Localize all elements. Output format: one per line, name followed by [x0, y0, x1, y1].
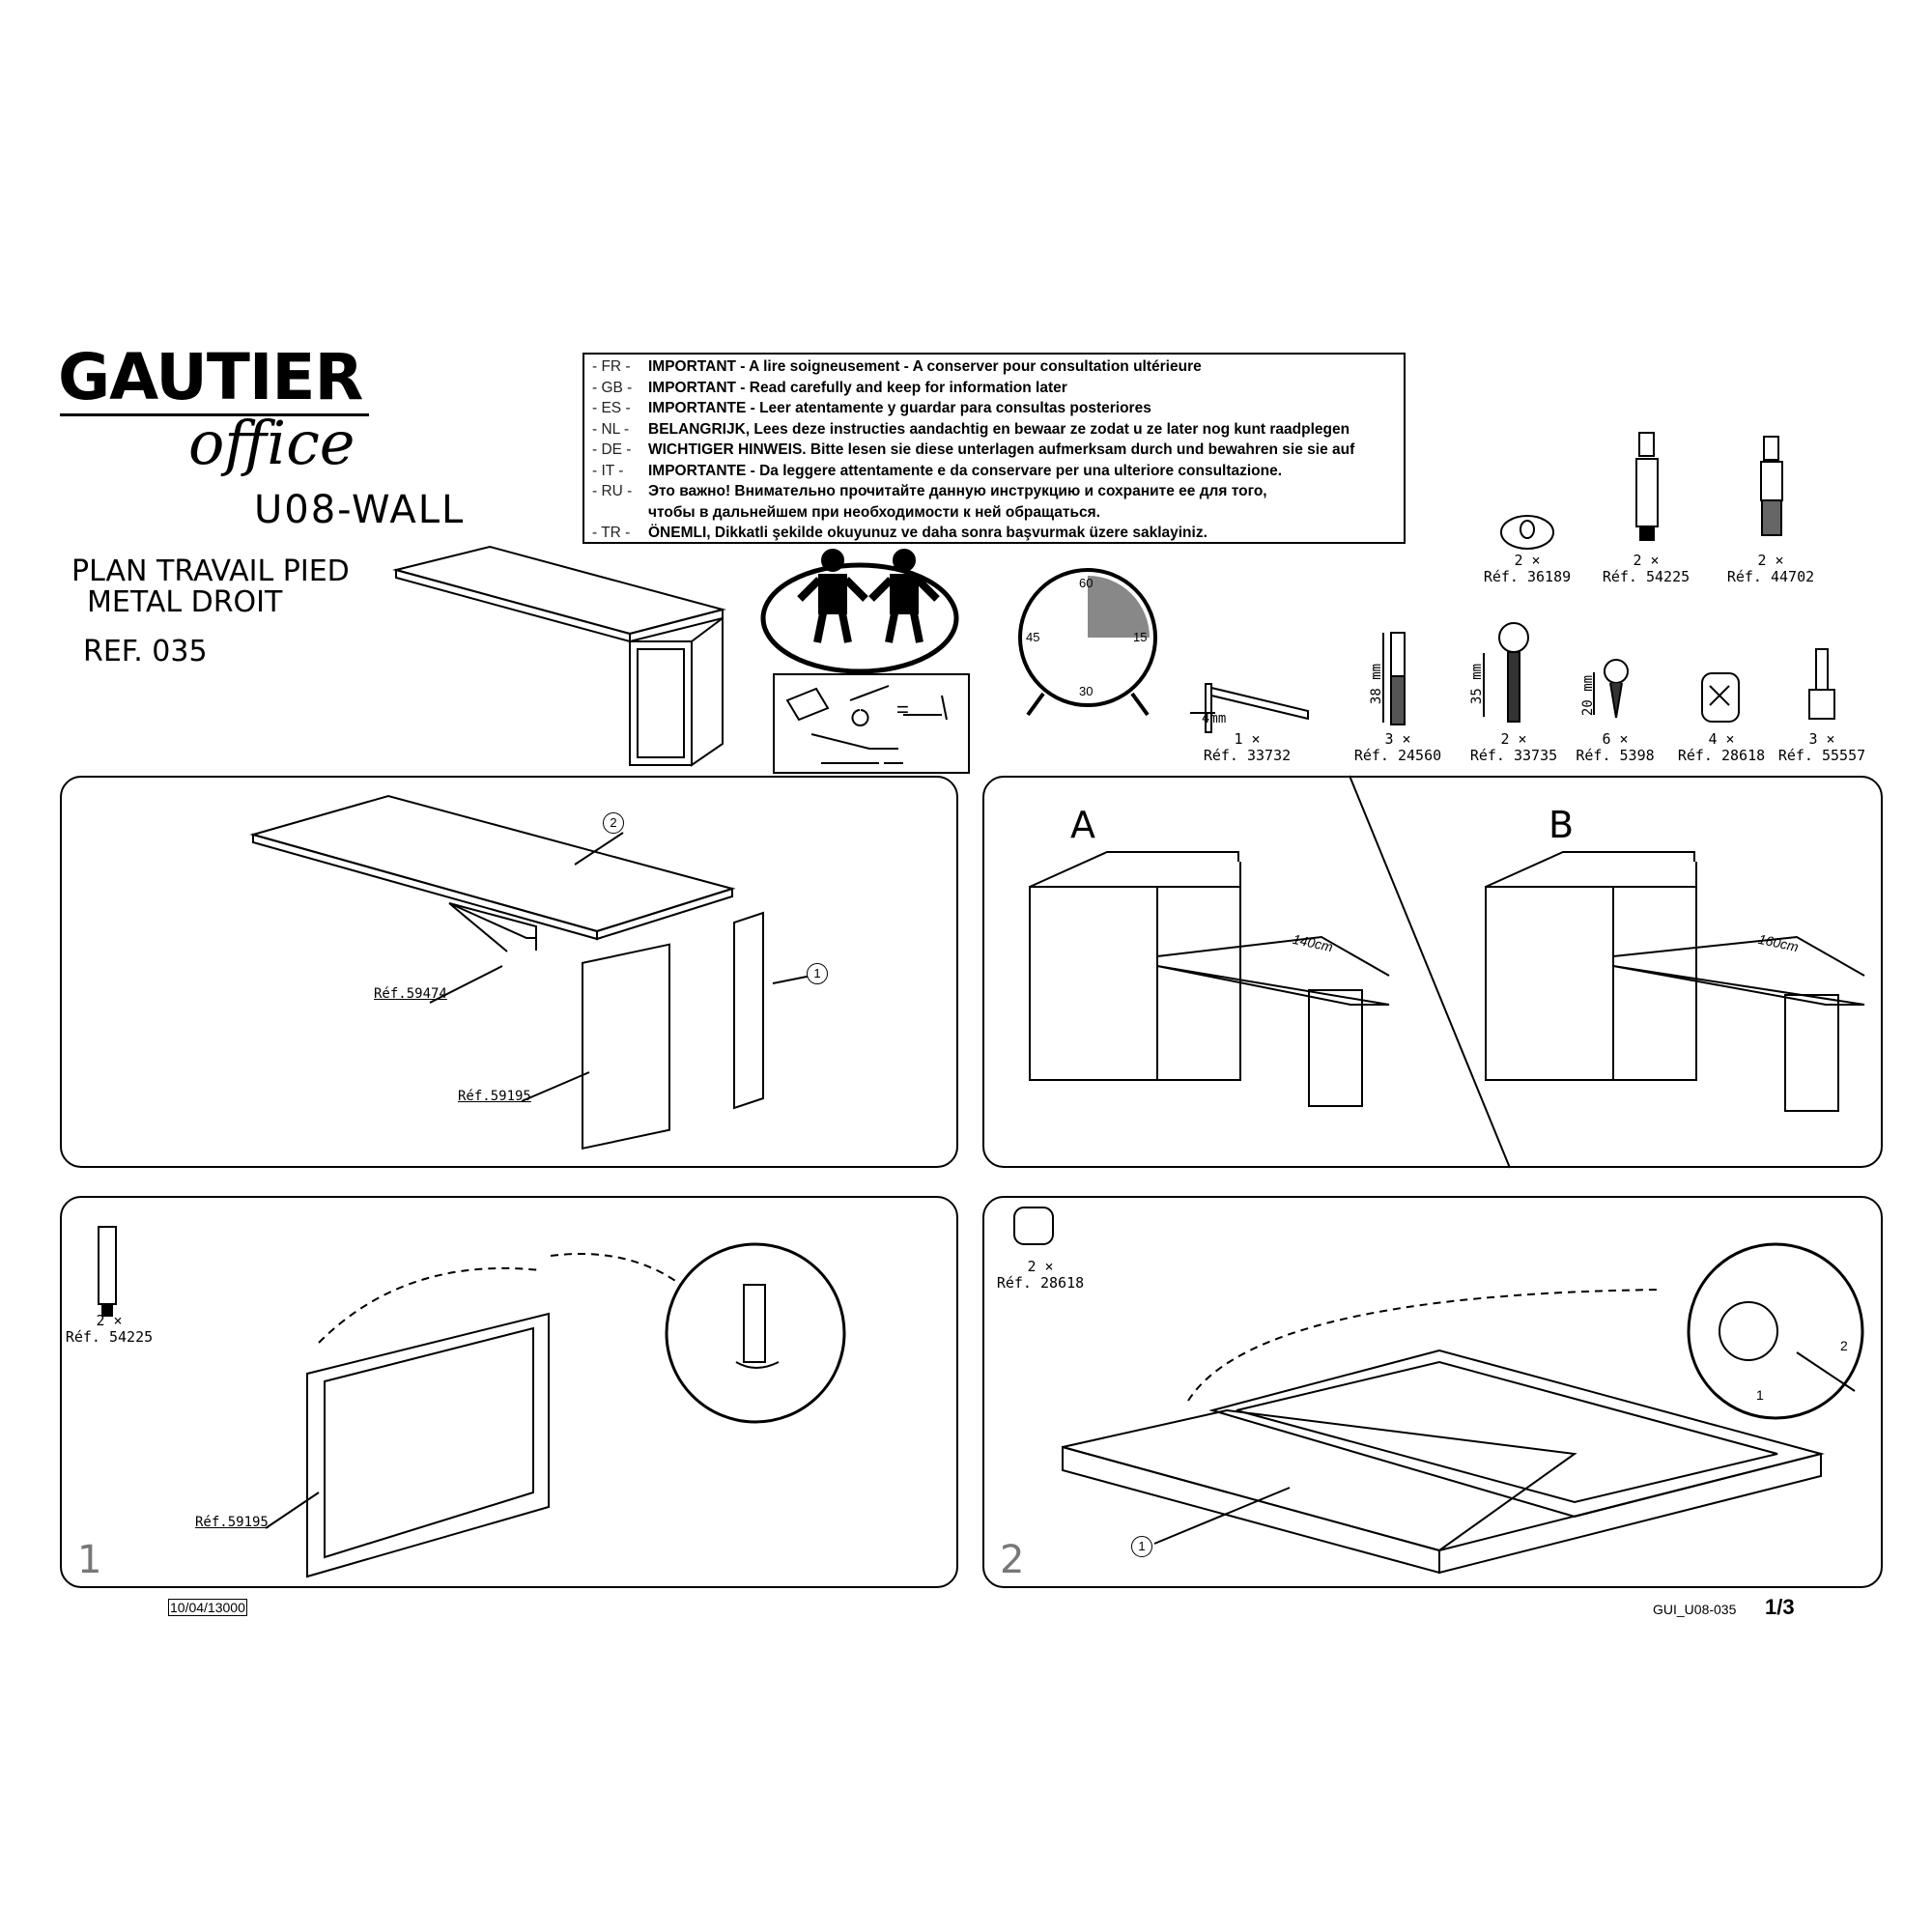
parts-top-drawings — [1500, 432, 1783, 550]
part-36189: 2 ×Réf. 36189 — [1483, 552, 1572, 585]
step1-part: 2 ×Réf. 54225 — [65, 1312, 154, 1346]
step2-drawing — [1013, 1207, 1864, 1575]
footer-doc-code: GUI_U08-035 — [1653, 1602, 1737, 1617]
part-44702: 2 ×Réf. 44702 — [1726, 552, 1815, 585]
ref-bracket: Réf.59474 — [374, 986, 447, 1002]
part-callout-1: 1 — [807, 963, 828, 984]
notice-line: - TR -ÖNEMLI, Dikkatli şekilde okuyunuz … — [592, 525, 1208, 541]
logo-underline — [60, 413, 369, 416]
brand-sub: office — [188, 408, 355, 478]
step2-part: 2 ×Réf. 28618 — [996, 1258, 1085, 1292]
part-5398: 6 ×Réf. 5398 — [1576, 730, 1655, 764]
brand-logo: GAUTIER — [58, 340, 363, 414]
part-54225: 2 ×Réf. 54225 — [1602, 552, 1690, 585]
notice-line: - IT -IMPORTANTE - Da leggere attentamen… — [592, 462, 1283, 479]
ref-frame: Réf.59195 — [458, 1089, 531, 1104]
option-b-label: B — [1548, 804, 1575, 846]
part-callout-2: 2 — [603, 812, 624, 834]
desk-illustration — [392, 545, 726, 767]
option-a-label: A — [1070, 804, 1095, 846]
parts-bottom-drawings — [1190, 622, 1835, 733]
notice-line: - ES -IMPORTANTE - Leer atentamente y gu… — [592, 400, 1151, 416]
notice-line: - FR -IMPORTANT - A lire soigneusement -… — [592, 358, 1202, 375]
part-33735: 2 ×Réf. 33735 — [1469, 730, 1558, 764]
clock-tick-60: 60 — [1079, 576, 1094, 590]
dim-35mm: 35 mm — [1469, 663, 1486, 705]
step1-drawing — [98, 1226, 846, 1578]
dim-20mm: 20 mm — [1580, 674, 1597, 717]
step-number-2: 2 — [1000, 1538, 1025, 1582]
two-person-icon — [760, 549, 959, 674]
rotation-step-2: 2 — [1840, 1338, 1848, 1353]
panel-options — [982, 776, 1883, 1168]
notice-line: чтобы в дальнейшем при необходимости к н… — [648, 503, 1100, 521]
overview-drawing — [249, 794, 812, 1151]
step1-ref-frame: Réf.59195 — [195, 1515, 269, 1530]
part-28618: 4 ×Réf. 28618 — [1677, 730, 1766, 764]
notice-line: - RU -Это важно! Внимательно прочитайте … — [592, 483, 1267, 499]
part-24560: 3 ×Réf. 24560 — [1353, 730, 1442, 764]
panel-overview — [60, 776, 958, 1168]
configuration-drawings — [1029, 775, 1865, 1169]
notice-line: - DE -WICHTIGER HINWEIS. Bitte lesen sie… — [592, 441, 1355, 458]
footer-date: 10/04/13000 — [168, 1599, 247, 1616]
panel-step-2 — [982, 1196, 1883, 1588]
clock-tick-45: 45 — [1026, 630, 1040, 644]
product-line1: PLAN TRAVAIL PIED — [71, 554, 350, 588]
dim-4mm: 4mm — [1202, 711, 1227, 726]
clock-tick-30: 30 — [1079, 684, 1094, 698]
model-name: U08-WALL — [254, 488, 466, 532]
clock-icon — [1018, 568, 1157, 717]
important-notice: - FR -IMPORTANT - A lire soigneusement -… — [582, 353, 1406, 544]
rotation-step-1: 1 — [1756, 1387, 1764, 1403]
step-number-1: 1 — [77, 1538, 102, 1582]
part-33732: 1 ×Réf. 33732 — [1203, 730, 1292, 764]
dim-38mm: 38 mm — [1369, 663, 1385, 705]
page-number: 1/3 — [1765, 1595, 1795, 1619]
tools-icon: = — [773, 673, 970, 774]
part-55557: 3 ×Réf. 55557 — [1777, 730, 1866, 764]
product-ref: REF. 035 — [83, 635, 208, 668]
notice-line: - NL -BELANGRIJK, Lees deze instructies … — [592, 420, 1350, 438]
product-line2: METAL DROIT — [87, 585, 283, 619]
clock-tick-15: 15 — [1133, 630, 1148, 644]
step2-part-callout: 1 — [1131, 1536, 1152, 1557]
panel-step-1 — [60, 1196, 958, 1588]
notice-line: - GB -IMPORTANT - Read carefully and kee… — [592, 379, 1067, 396]
svg-text:=: = — [896, 697, 909, 722]
